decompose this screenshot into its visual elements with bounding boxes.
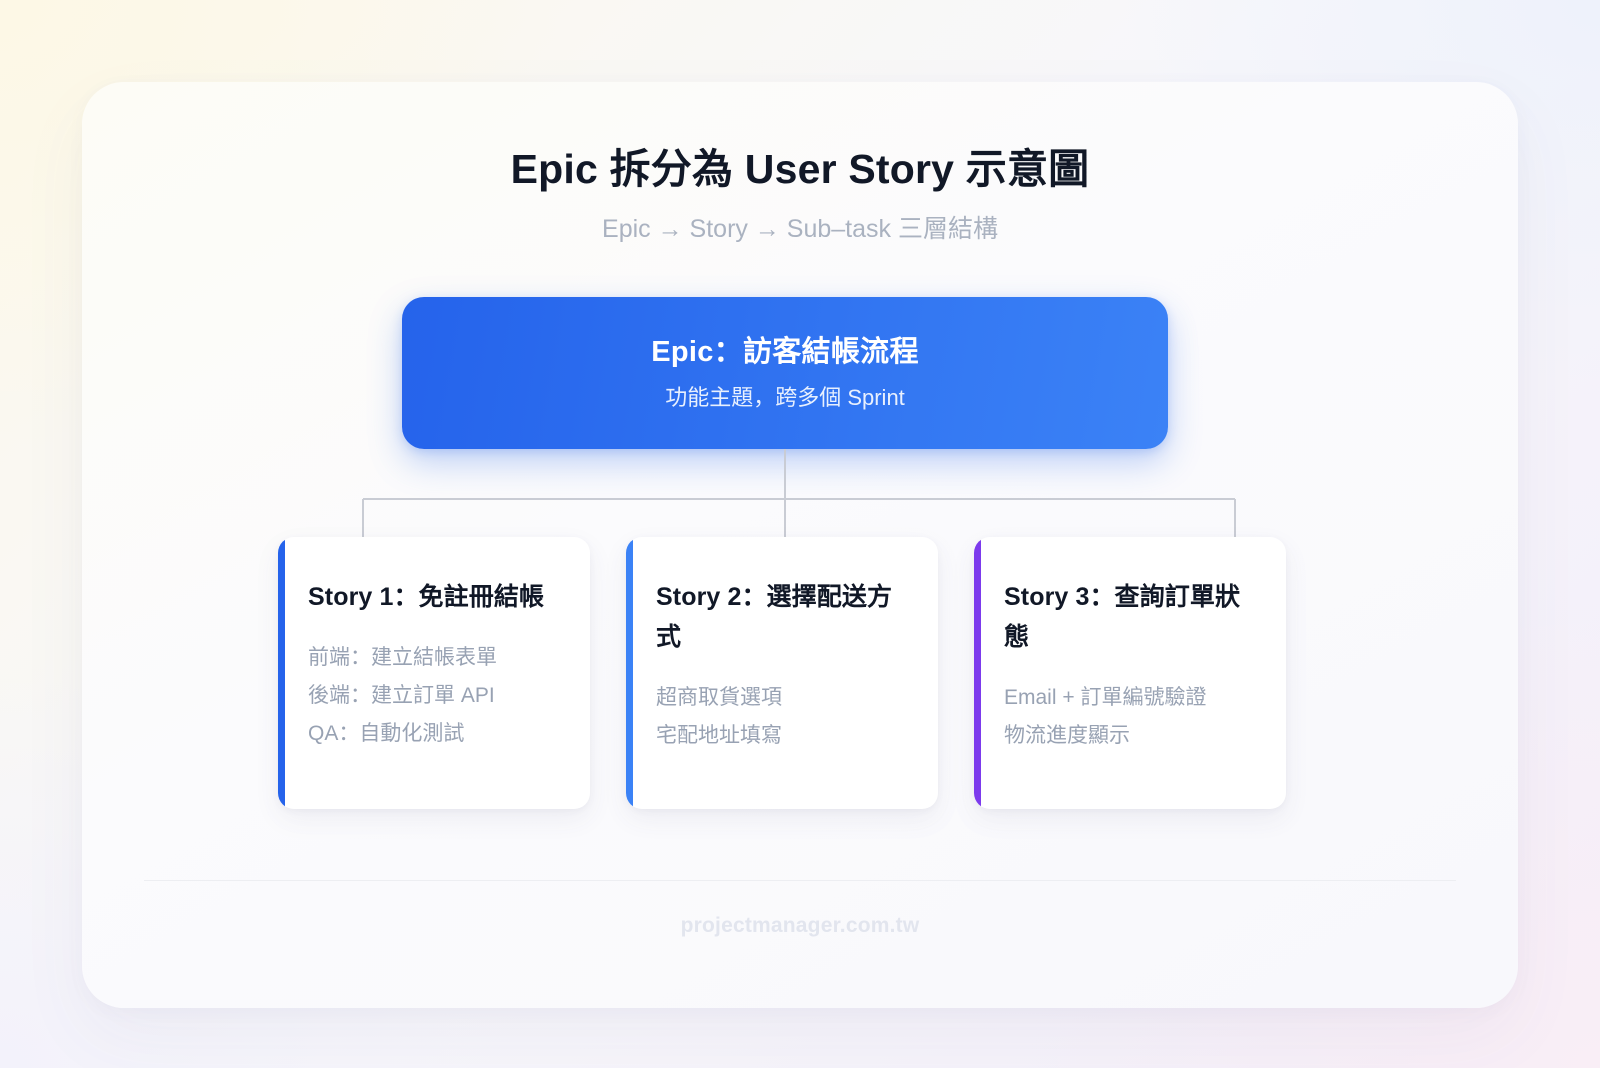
story-card[interactable]: Story 2：選擇配送方式 超商取貨選項 宅配地址填寫 (626, 537, 938, 809)
story-subtask: 超商取貨選項 (656, 686, 782, 709)
story-subtask-list: 超商取貨選項 宅配地址填寫 (656, 679, 908, 755)
story-subtask: 後端：建立訂單 API (308, 684, 495, 708)
epic-card[interactable]: Epic：訪客結帳流程 功能主題，跨多個 Sprint (402, 297, 1168, 449)
footer-site-label: projectmanager.com.tw (680, 914, 920, 937)
epic-card-subtitle: 功能主題，跨多個 Sprint (665, 384, 905, 410)
page-subtitle: Epic → Story → Sub–task 三層結構 (602, 215, 998, 243)
footer-divider (144, 880, 1456, 881)
story-subtask: 宅配地址填寫 (656, 724, 782, 748)
diagram-panel: Epic 拆分為 User Story 示意圖 Epic → Story → S… (82, 82, 1518, 1008)
story-subtask-list: 前端：建立結帳表單 後端：建立訂單 API QA：自動化測試 (308, 639, 560, 754)
tree-connector (362, 449, 1236, 537)
story-subtask: 前端：建立結帳表單 (308, 646, 497, 669)
story-subtask: QA：自動化測試 (308, 722, 465, 746)
story-card-title: Story 3：查詢訂單狀態 (1004, 583, 1241, 651)
story-card[interactable]: Story 1：免註冊結帳 前端：建立結帳表單 後端：建立訂單 API QA：自… (278, 537, 590, 809)
epic-card-title: Epic：訪客結帳流程 (651, 335, 919, 368)
story-subtask-list: Email + 訂單編號驗證 物流進度顯示 (1004, 679, 1256, 755)
story-card-title: Story 2：選擇配送方式 (656, 583, 893, 651)
story-card[interactable]: Story 3：查詢訂單狀態 Email + 訂單編號驗證 物流進度顯示 (974, 537, 1286, 809)
story-subtask: 物流進度顯示 (1004, 724, 1130, 748)
page-title: Epic 拆分為 User Story 示意圖 (510, 146, 1090, 192)
story-card-title: Story 1：免註冊結帳 (308, 583, 545, 611)
story-subtask: Email + 訂單編號驗證 (1004, 686, 1207, 709)
story-list: Story 1：免註冊結帳 前端：建立結帳表單 後端：建立訂單 API QA：自… (278, 537, 1288, 809)
